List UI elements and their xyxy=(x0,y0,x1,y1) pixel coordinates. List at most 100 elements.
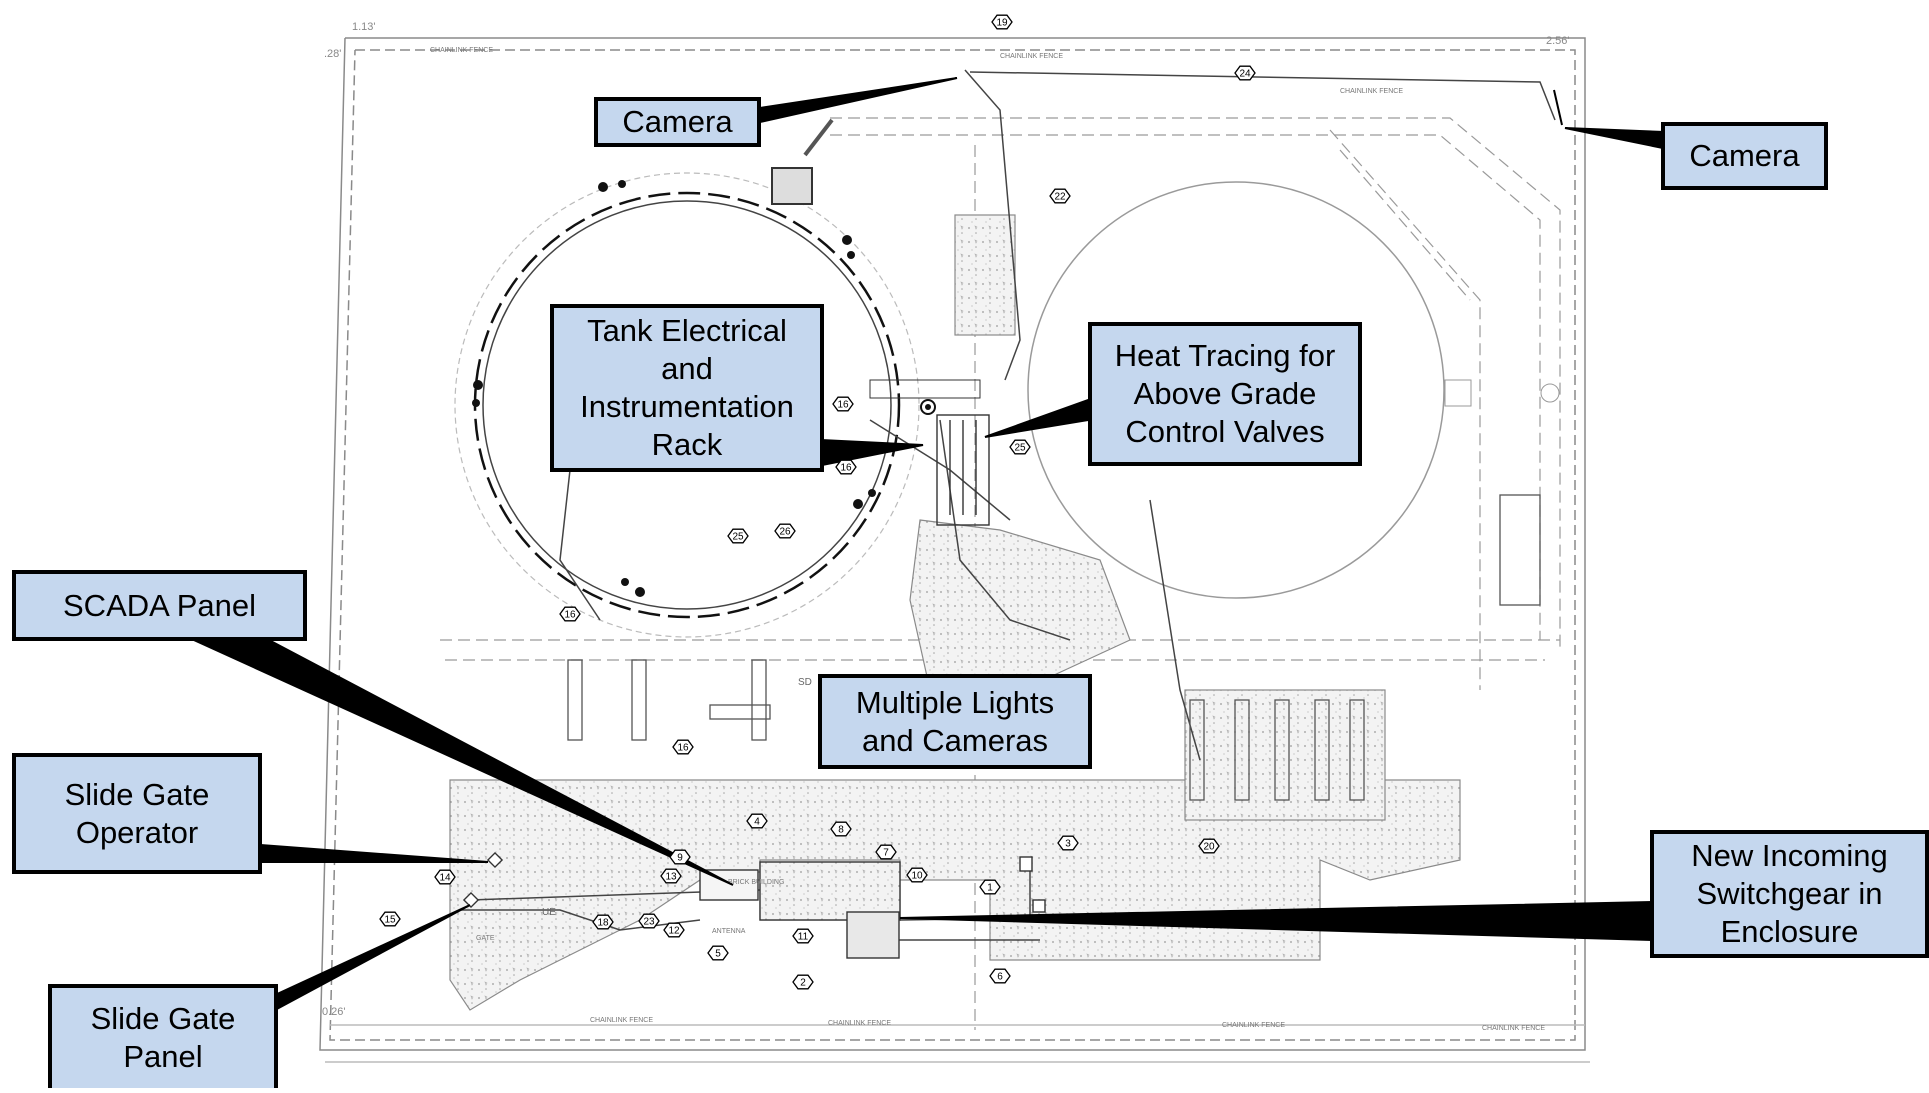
tag-hexagon xyxy=(592,914,614,930)
tag-hexagon xyxy=(830,821,852,837)
fence-label-top-right: CHAINLINK FENCE xyxy=(1340,88,1403,95)
tag-hexagon xyxy=(727,528,749,544)
tag-number: 11 xyxy=(798,932,809,943)
tank-nozzles xyxy=(472,180,936,597)
tank-rack-line-2: and xyxy=(661,351,713,386)
buildings xyxy=(462,851,1046,959)
camera-leader-line xyxy=(1553,89,1563,126)
tag-hexagon xyxy=(379,911,401,927)
tag-number: 16 xyxy=(837,400,849,411)
tag-hexagon xyxy=(1049,188,1071,204)
tag-hexagon xyxy=(1009,439,1031,455)
tag-number: 22 xyxy=(1054,192,1066,203)
tank-rack-line-1: Tank Electrical xyxy=(587,313,787,348)
camera-label-left: Camera xyxy=(622,104,733,139)
lights-cameras-line-1: Multiple Lights xyxy=(855,684,1055,720)
tag-hexagon xyxy=(672,739,694,755)
tag-hexagon xyxy=(979,879,1001,895)
camera-callout-right: Camera xyxy=(1661,122,1828,190)
heat-tracing-callout: Heat Tracing for Above Grade Control Val… xyxy=(1088,322,1362,466)
heat-tracing-line-2: Above Grade xyxy=(1133,376,1317,411)
gate-label: GATE xyxy=(476,935,495,942)
dimension-left: .28' xyxy=(324,48,341,60)
tag-number: 16 xyxy=(564,610,576,621)
tag-number: 25 xyxy=(732,532,744,543)
tag-hexagon xyxy=(906,867,928,883)
tag-number: 6 xyxy=(997,972,1003,983)
tag-hexagon xyxy=(660,868,682,884)
scada-panel-callout: SCADA Panel xyxy=(12,570,307,641)
sd-label: SD xyxy=(798,677,812,688)
tag-number: 23 xyxy=(643,917,655,928)
dimension-top-right: 2.56' xyxy=(1546,35,1570,47)
right-tank xyxy=(1027,181,1560,599)
fence-boundary xyxy=(319,37,1590,1063)
slide-gate-operator-callout: Slide Gate Operator xyxy=(12,753,262,874)
tag-hexagon xyxy=(991,14,1013,30)
tag-number: 2 xyxy=(800,978,806,989)
fence-label-top-mid: CHAINLINK FENCE xyxy=(1000,53,1063,60)
tag-hexagon xyxy=(434,869,456,885)
tag-number: 16 xyxy=(840,463,852,474)
tag-hexagon xyxy=(663,922,685,938)
tag-hexagon xyxy=(707,945,729,961)
tag-number: 12 xyxy=(668,926,680,937)
scada-panel-label: SCADA Panel xyxy=(63,587,256,623)
tank-rack-callout: Tank Electrical and Instrumentation Rack xyxy=(550,304,824,472)
tag-hexagon xyxy=(774,523,796,539)
tag-hexagon xyxy=(1057,835,1079,851)
lights-cameras-line-2: and Cameras xyxy=(861,722,1049,758)
switchgear-line-1: New Incoming xyxy=(1691,838,1888,873)
tag-hexagon xyxy=(989,968,1011,984)
building-label: BRICK BUILDING xyxy=(728,879,784,886)
tag-number: 7 xyxy=(883,848,889,859)
light-poles xyxy=(567,494,1541,801)
tag-number: 20 xyxy=(1203,842,1215,853)
dimension-top-left: 1.13' xyxy=(352,21,376,33)
slide-gate-operator-line-2: Operator xyxy=(75,814,199,850)
tag-hexagon xyxy=(832,396,854,412)
tag-number: 14 xyxy=(439,873,451,884)
tag-number: 10 xyxy=(911,871,923,882)
tag-hexagon xyxy=(1234,65,1256,81)
ue-label: UE xyxy=(542,907,556,918)
left-tank xyxy=(454,118,920,638)
tag-hexagon xyxy=(875,844,897,860)
tag-number: 19 xyxy=(996,18,1008,29)
fence-label-bottom-3: CHAINLINK FENCE xyxy=(1222,1022,1285,1029)
tag-number: 8 xyxy=(838,825,844,836)
tag-hexagon xyxy=(669,849,691,865)
heat-tracing-line-1: Heat Tracing for xyxy=(1114,338,1336,373)
fence-label-top-left: CHAINLINK FENCE xyxy=(430,47,493,54)
slide-gate-panel-line-2: Panel xyxy=(123,1039,203,1074)
fence-label-bottom-4: CHAINLINK FENCE xyxy=(1482,1025,1545,1032)
tag-number: 18 xyxy=(597,918,609,929)
heat-tracing-line-3: Control Valves xyxy=(1125,414,1325,449)
tag-number: 3 xyxy=(1065,839,1071,850)
fence-label-bottom-2: CHAINLINK FENCE xyxy=(828,1020,891,1027)
tag-number: 5 xyxy=(715,949,721,960)
slide-gate-operator-line-1: Slide Gate xyxy=(64,776,210,812)
tag-number: 16 xyxy=(677,743,689,754)
tag-hexagon xyxy=(792,928,814,944)
tag-number: 1 xyxy=(987,883,993,894)
antenna-label: ANTENNA xyxy=(712,928,746,935)
tag-number: 26 xyxy=(779,527,791,538)
camera-label-right: Camera xyxy=(1689,138,1800,173)
tag-number: 4 xyxy=(754,817,760,828)
tag-hexagon xyxy=(559,606,581,622)
tag-number: 13 xyxy=(665,872,677,883)
dimension-bottom-left: 0.26' xyxy=(322,1006,346,1018)
tag-hexagon xyxy=(792,974,814,990)
fence-label-bottom-1: CHAINLINK FENCE xyxy=(590,1017,653,1024)
slide-gate-panel-callout: Slide Gate Panel xyxy=(48,984,278,1088)
tag-hexagon xyxy=(746,813,768,829)
switchgear-line-2: Switchgear in xyxy=(1696,876,1883,911)
tank-rack-line-3: Instrumentation xyxy=(580,389,794,424)
switchgear-line-3: Enclosure xyxy=(1720,914,1859,949)
tag-number: 25 xyxy=(1014,443,1026,454)
tag-hexagon xyxy=(1198,838,1220,854)
